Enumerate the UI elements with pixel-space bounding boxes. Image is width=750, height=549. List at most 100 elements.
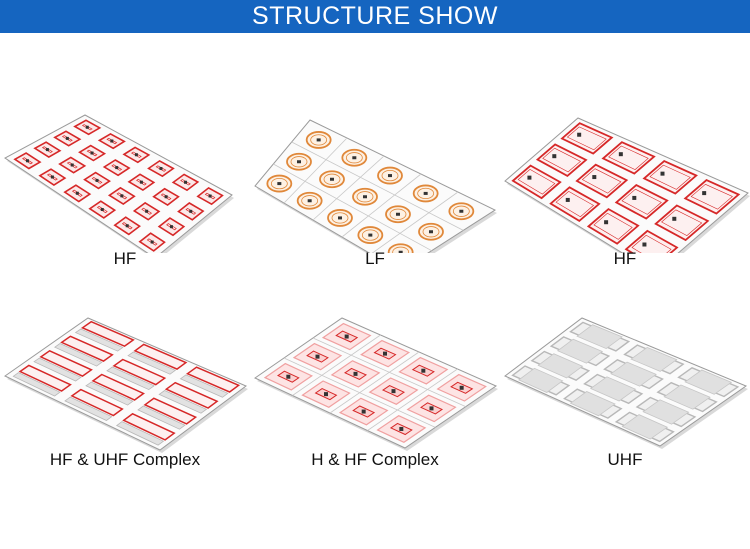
hf-antenna-inner — [661, 209, 703, 236]
hf-antenna-inner — [116, 192, 128, 200]
hf-antenna-inner — [542, 147, 582, 173]
hf-antenna-inner — [86, 149, 98, 157]
chip — [552, 154, 557, 159]
hf-large-inlay-sheet — [504, 117, 750, 253]
hf-antenna-coil — [112, 358, 167, 386]
lf-antenna-inner — [301, 195, 319, 207]
chip — [307, 199, 312, 203]
hf-antenna-coil — [601, 141, 656, 175]
hf-antenna-inner — [71, 189, 83, 197]
chip — [618, 152, 623, 157]
inlay-sheet — [4, 114, 233, 253]
uhf-antenna-strip — [74, 328, 124, 352]
hf-antenna-coil — [133, 343, 188, 370]
chip — [632, 195, 637, 200]
grid-line — [371, 191, 459, 253]
hf-antenna-inner — [155, 165, 167, 172]
chip — [352, 156, 357, 160]
chip — [115, 166, 119, 170]
chip — [642, 242, 647, 247]
chip — [65, 136, 69, 140]
hf-antenna-coil — [642, 160, 698, 195]
uhf-antenna-inner — [663, 384, 711, 410]
chip — [208, 194, 212, 198]
hf-antenna-inner — [46, 173, 58, 181]
hf-antenna-inner — [608, 145, 649, 170]
chip — [459, 385, 464, 390]
chip — [184, 180, 188, 184]
chip — [110, 139, 114, 143]
grid-line — [291, 141, 464, 231]
panel-lf: LF — [250, 33, 500, 288]
grid-line — [367, 368, 458, 431]
hf-antenna-coil — [549, 186, 601, 223]
page-title: STRUCTURE SHOW — [252, 2, 498, 30]
chip — [316, 138, 321, 142]
hf-antenna-inner — [41, 146, 53, 153]
uhf-antenna-strip — [106, 366, 155, 391]
hf-antenna-inner — [81, 124, 93, 131]
chip — [398, 250, 403, 253]
grid-line — [312, 155, 385, 221]
lf-antenna-inner — [310, 134, 328, 146]
panel-label: HF — [113, 249, 137, 268]
panel-uhf: UHF — [500, 298, 750, 549]
lf-antenna-inner — [452, 205, 470, 217]
uhf-antenna-inner — [621, 414, 669, 440]
chip — [672, 216, 677, 221]
hf-antenna-inner — [131, 151, 142, 158]
lf-antenna-inner — [290, 156, 308, 168]
hf-antenna-inner — [566, 126, 607, 151]
hf-antenna-inner — [121, 222, 133, 230]
uhf-antenna-inner — [576, 324, 623, 350]
hf-antenna-inner — [61, 135, 73, 142]
chip — [421, 368, 426, 373]
lf-antenna-inner — [389, 208, 407, 220]
uhf-antenna-strip — [64, 396, 113, 421]
chip — [429, 230, 433, 234]
chip — [383, 351, 387, 356]
chip — [324, 392, 328, 397]
chip — [189, 209, 193, 213]
chip — [363, 195, 367, 199]
panel-h-hf: H & HF Complex — [250, 298, 500, 549]
hf-small-inlay-sheet — [4, 114, 234, 253]
hf-antenna-inner — [160, 193, 172, 201]
hf-antenna-inner — [581, 168, 622, 194]
uhf-antenna-strip — [127, 351, 177, 375]
chip — [45, 148, 49, 152]
chip — [134, 153, 138, 157]
chip — [604, 220, 609, 225]
hf-antenna-inner — [185, 207, 197, 215]
hf-antenna-coil — [586, 208, 640, 245]
lf-antenna-inner — [345, 152, 363, 164]
chip — [399, 426, 404, 431]
grid-line — [292, 334, 381, 396]
grid-line — [329, 351, 420, 414]
hf-antenna-coil — [575, 163, 629, 199]
panel-label: UHF — [607, 450, 643, 469]
chip — [565, 197, 570, 202]
chip — [391, 389, 396, 394]
hf-antenna-inner — [91, 176, 103, 184]
hf-antenna-inner — [166, 223, 177, 231]
panel-hf-small: HF — [0, 33, 250, 288]
chip — [50, 175, 54, 179]
panel-hf-large: HF — [500, 33, 750, 288]
lf-antenna-inner — [331, 212, 349, 224]
grid-line — [283, 137, 348, 204]
grid-line — [283, 357, 436, 428]
header-banner: STRUCTURE SHOW — [0, 0, 750, 33]
chip — [120, 194, 124, 198]
chip — [429, 406, 434, 411]
hf-antenna-inner — [631, 234, 672, 253]
hf-antenna-coil — [70, 388, 124, 417]
chip — [139, 180, 143, 184]
chip — [25, 159, 29, 163]
uhf-antenna-inner — [518, 367, 564, 393]
chip — [159, 167, 163, 170]
chip — [75, 191, 79, 195]
chip — [388, 174, 392, 178]
hf-antenna-coil — [654, 204, 710, 242]
chip — [297, 160, 301, 164]
